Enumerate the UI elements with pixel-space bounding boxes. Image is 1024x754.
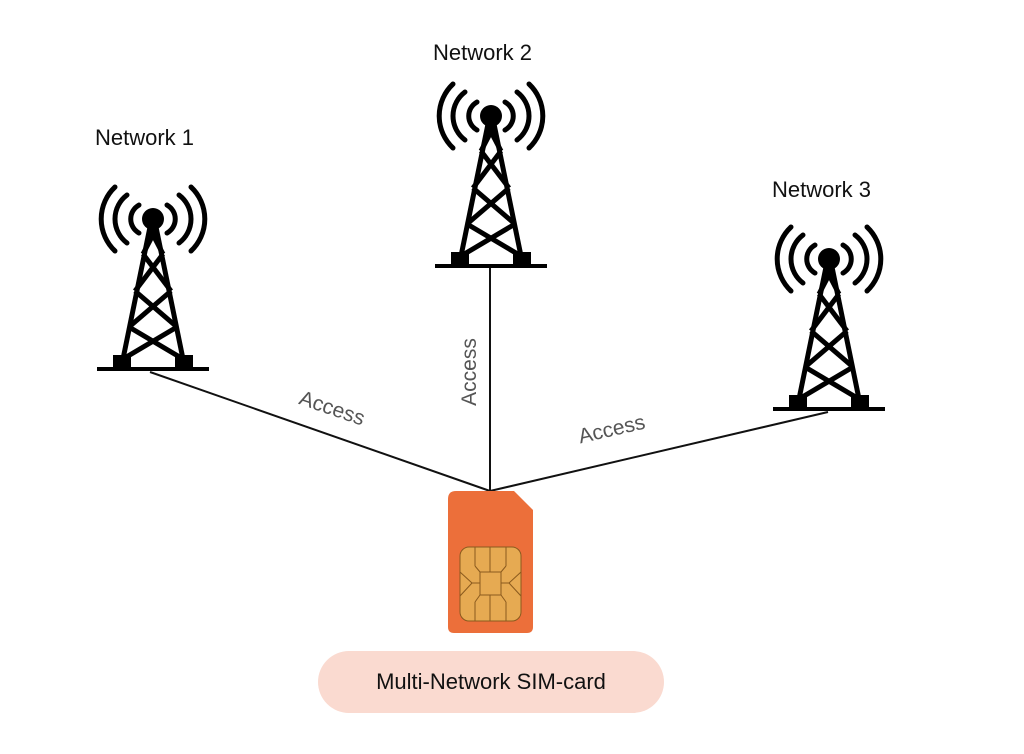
network-label-3: Network 3 — [772, 177, 872, 202]
sim-card-label-text: Multi-Network SIM-card — [376, 669, 606, 694]
sim-card-icon — [448, 491, 533, 633]
network-label-1: Network 1 — [95, 125, 195, 150]
link-line-network-1 — [149, 371, 491, 492]
tower-icon-network-1 — [97, 187, 209, 371]
sim-card-label: Multi-Network SIM-card — [318, 651, 664, 713]
network-label-2: Network 2 — [433, 40, 533, 65]
tower-icon-network-3 — [773, 227, 885, 411]
link-line-network-3 — [489, 411, 829, 492]
sim-chip-icon — [459, 546, 522, 622]
link-label-network-2: Access — [457, 338, 481, 406]
tower-icon-network-2 — [435, 84, 547, 268]
